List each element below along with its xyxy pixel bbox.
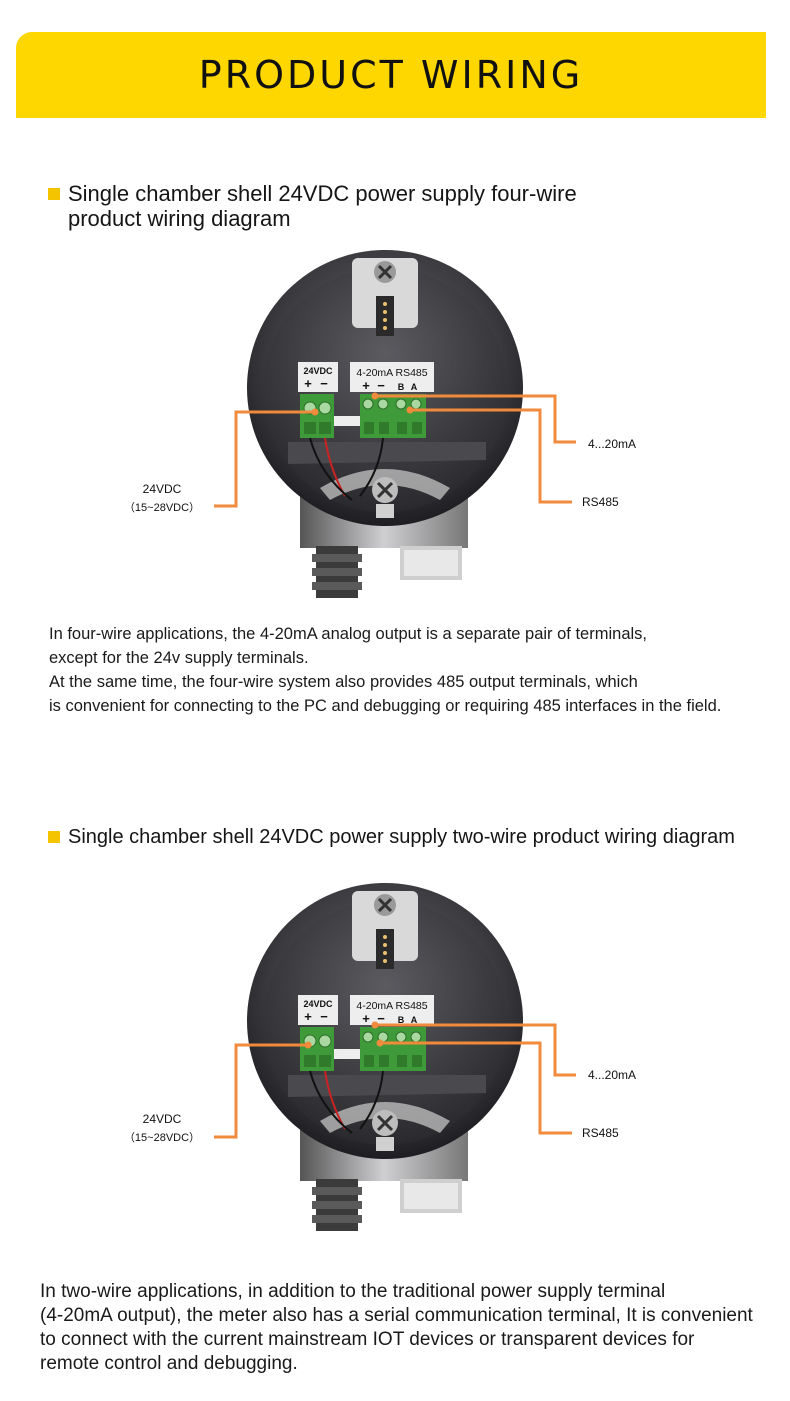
section1-title-line1: Single chamber shell 24VDC power supply … bbox=[68, 181, 577, 206]
signal-label-plate bbox=[350, 995, 434, 1025]
section1-paragraph-line: is convenient for connecting to the PC a… bbox=[49, 697, 722, 715]
callout-lines bbox=[214, 1023, 576, 1139]
rs485-b-label: B bbox=[398, 382, 405, 392]
section2-paragraph-line: remote control and debugging. bbox=[40, 1353, 298, 1374]
signal-terminal-block bbox=[360, 394, 426, 438]
section2-description: In two-wire applications, in addition to… bbox=[40, 1280, 753, 1376]
power-plus-label: + bbox=[304, 1009, 312, 1024]
signal-label-plate bbox=[350, 362, 434, 392]
header-banner: PRODUCT WIRING bbox=[16, 32, 766, 118]
power-label-plate bbox=[298, 362, 338, 392]
section2-heading: Single chamber shell 24VDC power supply … bbox=[48, 825, 735, 850]
callout-lines bbox=[214, 394, 576, 508]
power-block-label: 24VDC bbox=[303, 999, 333, 1009]
signal-plus-label: + bbox=[362, 378, 370, 393]
top-mount-plate bbox=[352, 258, 418, 328]
section1-heading: Single chamber shell 24VDC power supply … bbox=[48, 181, 577, 231]
section1-paragraph-line: except for the 24v supply terminals. bbox=[49, 649, 309, 667]
wiring-diagram-four-wire: 24VDC + − 4-20mA RS485 + − B A bbox=[0, 250, 790, 610]
wiring-diagram-svg: 24VDC + − 4-20mA RS485 + − B A bbox=[124, 883, 636, 1231]
bullet-square-icon bbox=[48, 188, 60, 200]
section1-paragraph-line: At the same time, the four-wire system a… bbox=[49, 673, 638, 691]
rs485-b-label: B bbox=[398, 1015, 405, 1025]
section2-title: Single chamber shell 24VDC power supply … bbox=[68, 826, 735, 848]
power-terminal-block bbox=[300, 394, 334, 438]
page-title: PRODUCT WIRING bbox=[198, 53, 584, 97]
rs485-a-label: A bbox=[411, 382, 418, 392]
section2-paragraph-line: (4-20mA output), the meter also has a se… bbox=[40, 1305, 753, 1326]
signal-plus-label: + bbox=[362, 1011, 370, 1026]
callout-current-label: 4...20mA bbox=[588, 437, 636, 451]
section2-paragraph-line: to connect with the current mainstream I… bbox=[40, 1329, 695, 1350]
connector-header bbox=[376, 929, 394, 969]
wiring-diagram-svg: 24VDC + − 4-20mA RS485 + − B A bbox=[124, 250, 636, 598]
callout-current-label: 4...20mA bbox=[588, 1068, 636, 1082]
wiring-diagram-two-wire: 24VDC + − 4-20mA RS485 + − B A bbox=[0, 883, 790, 1243]
power-block-label: 24VDC bbox=[303, 366, 333, 376]
signal-minus-label: − bbox=[377, 1011, 385, 1026]
rs485-a-label: A bbox=[411, 1015, 418, 1025]
section1-paragraph-line: In four-wire applications, the 4-20mA an… bbox=[49, 625, 647, 643]
connector-header bbox=[376, 296, 394, 336]
signal-minus-label: − bbox=[377, 378, 385, 393]
signal-block-label: 4-20mA RS485 bbox=[356, 1000, 427, 1012]
signal-terminal-block bbox=[360, 1027, 426, 1071]
top-mount-plate bbox=[352, 891, 418, 961]
callout-rs485-label: RS485 bbox=[582, 495, 619, 509]
callout-supply-range: （15~28VDC） bbox=[124, 1131, 200, 1144]
power-minus-label: − bbox=[320, 376, 328, 391]
section1-title-line2: product wiring diagram bbox=[68, 206, 291, 231]
callout-supply-range: （15~28VDC） bbox=[124, 501, 200, 514]
power-label-plate bbox=[298, 995, 338, 1025]
callout-rs485-label: RS485 bbox=[582, 1126, 619, 1140]
bullet-square-icon bbox=[48, 831, 60, 843]
signal-block-label: 4-20mA RS485 bbox=[356, 367, 427, 379]
power-plus-label: + bbox=[304, 376, 312, 391]
callout-supply-label: 24VDC bbox=[143, 1112, 182, 1126]
section2-paragraph-line: In two-wire applications, in addition to… bbox=[40, 1281, 666, 1302]
power-minus-label: − bbox=[320, 1009, 328, 1024]
callout-supply-label: 24VDC bbox=[143, 482, 182, 496]
section1-description: In four-wire applications, the 4-20mA an… bbox=[49, 622, 721, 718]
power-terminal-block bbox=[300, 1027, 334, 1071]
